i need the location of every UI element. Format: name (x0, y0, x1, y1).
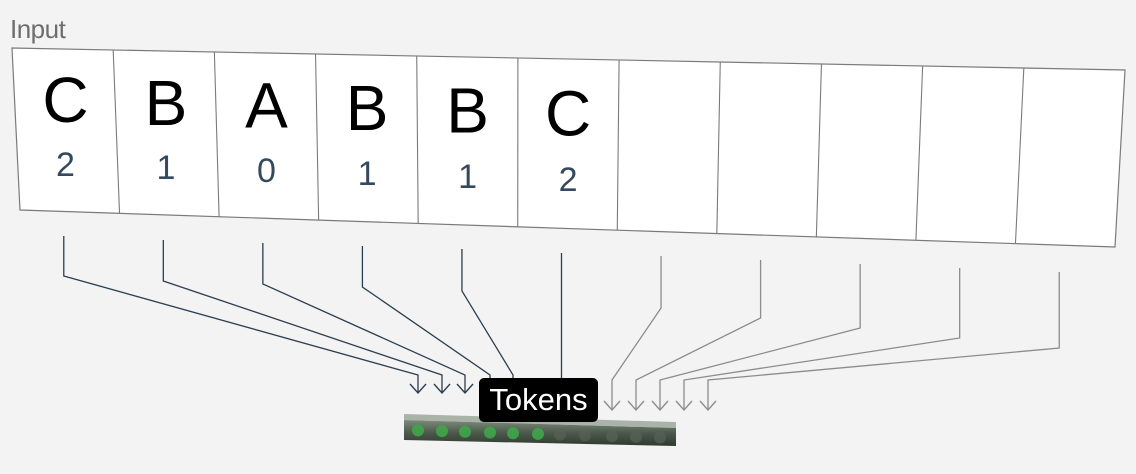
cell-divider (1014, 67, 1025, 244)
connector-line (627, 260, 762, 412)
cell-divider (416, 55, 419, 224)
input-strip (11, 47, 1126, 248)
token-light (412, 424, 424, 437)
cell-letter: B (145, 67, 188, 139)
arrow-down-icon (651, 400, 669, 412)
token-light (579, 429, 591, 442)
cell-divider (112, 49, 121, 214)
input-label: Input (10, 14, 66, 44)
connector-line (699, 272, 1060, 412)
cell-index: 1 (358, 155, 377, 193)
connector-line (162, 240, 451, 395)
token-light (532, 427, 544, 440)
token-light (459, 425, 471, 438)
cell-letter: B (346, 72, 389, 144)
arrow-down-icon (675, 400, 693, 412)
token-light (554, 428, 566, 441)
cell-divider (716, 61, 721, 234)
arrow-down-icon (699, 400, 717, 412)
arrow-down-icon (433, 383, 451, 395)
cell-index: 1 (157, 149, 176, 187)
cell-divider (915, 65, 924, 241)
cell-index: 0 (257, 152, 276, 190)
token-light (630, 430, 642, 443)
token-light (484, 426, 496, 439)
cell-letter: A (245, 69, 288, 141)
cell-index: 2 (559, 161, 578, 199)
cell-letter: B (446, 75, 489, 147)
input-cell: B1 (145, 67, 188, 187)
arrow-down-icon (409, 383, 427, 395)
token-light (606, 430, 618, 443)
input-cell: C2 (42, 64, 88, 184)
connector-line (651, 264, 861, 412)
cell-divider (815, 63, 823, 237)
arrow-down-icon (603, 400, 621, 412)
cell-divider (213, 51, 220, 217)
arrow-down-icon (627, 400, 645, 412)
connector-line (63, 236, 427, 395)
cell-letter: C (545, 77, 591, 149)
token-light (654, 431, 666, 444)
input-cell: B1 (346, 72, 389, 193)
connector-line (461, 249, 522, 395)
cell-index: 1 (458, 158, 477, 196)
cell-index: 2 (56, 146, 75, 184)
cell-divider (314, 53, 320, 221)
input-cell: C2 (545, 77, 591, 199)
connector-line (262, 243, 474, 395)
connector-line (603, 256, 662, 412)
token-light (507, 427, 519, 440)
tokens-label: Tokens (479, 378, 598, 422)
token-light (436, 425, 448, 438)
input-cell: B1 (446, 75, 489, 196)
connector-line (675, 268, 961, 412)
arrow-down-icon (456, 383, 474, 395)
input-cell: A0 (245, 69, 288, 190)
cell-letter: C (42, 64, 88, 136)
cell-divider (616, 59, 620, 231)
